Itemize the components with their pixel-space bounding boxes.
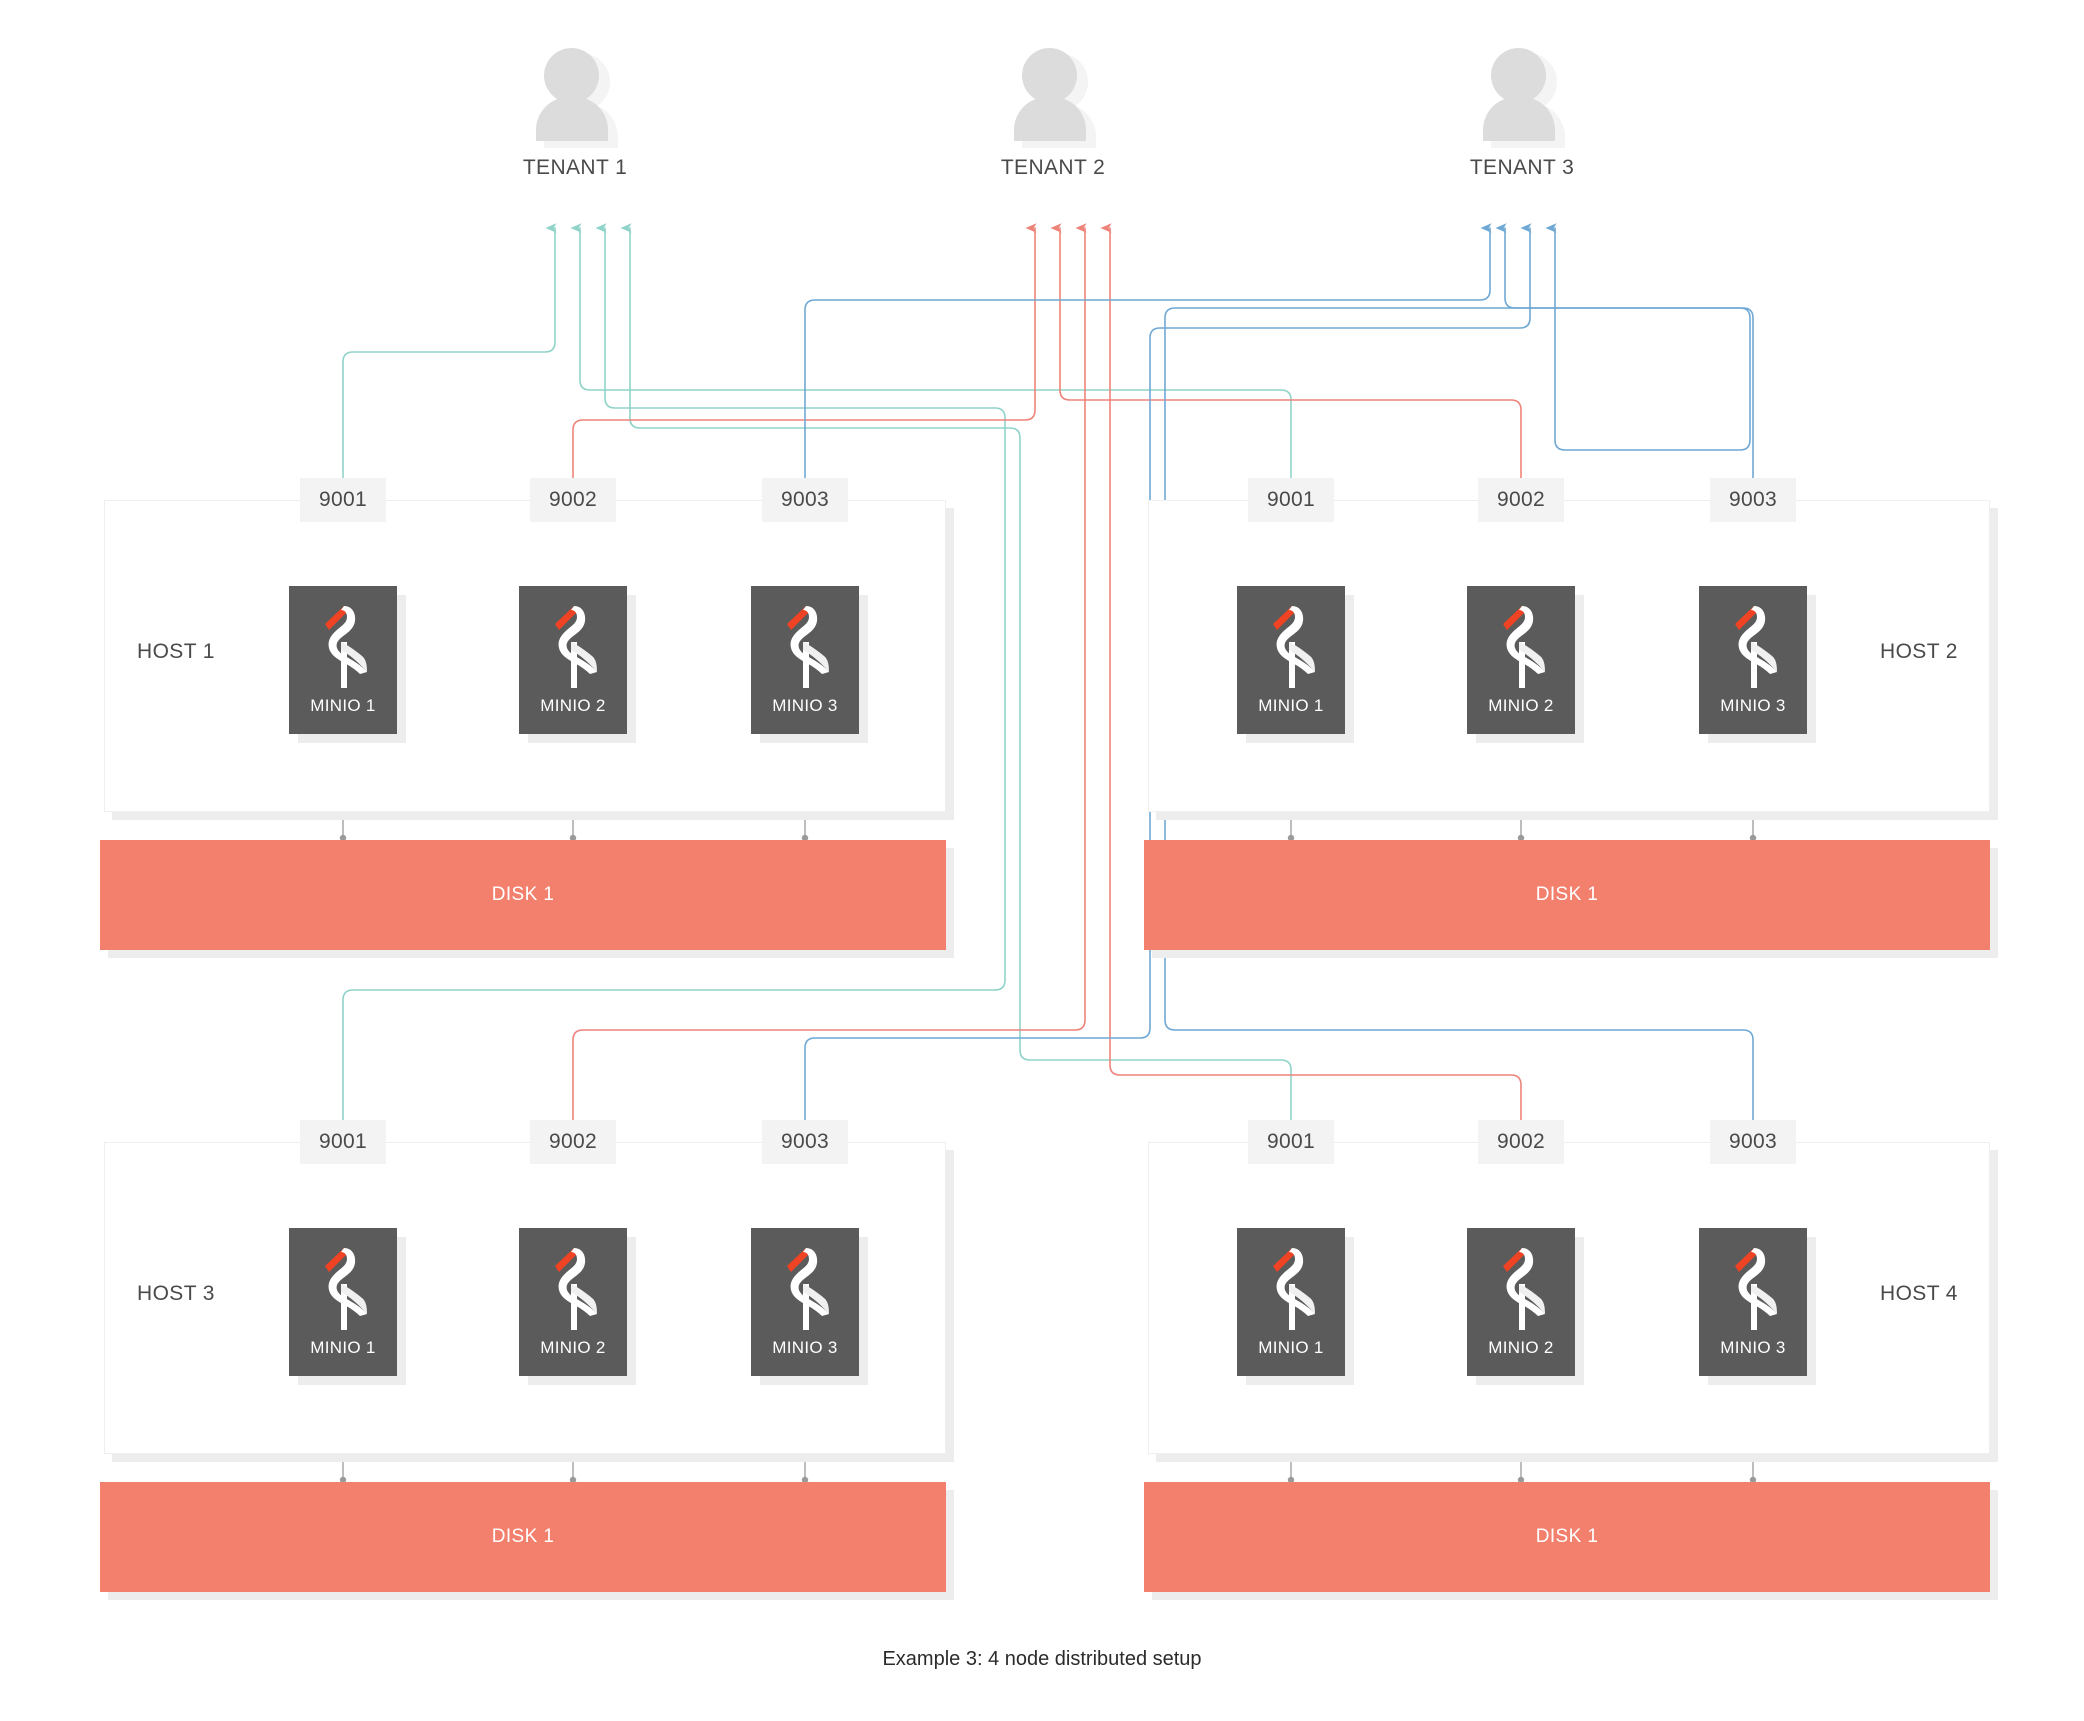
diagram-caption: Example 3: 4 node distributed setup — [882, 1648, 1202, 1670]
minio-node-label: MINIO 1 — [1258, 1338, 1324, 1357]
host-label-4: HOST 4 — [1880, 1282, 1958, 1305]
minio-logo-icon — [555, 1248, 597, 1330]
minio-node-label: MINIO 3 — [772, 696, 838, 715]
minio-node-h4-1[interactable]: MINIO 1 — [1237, 1228, 1345, 1376]
port-badge-9001[interactable]: 9001 — [1248, 1120, 1334, 1164]
minio-node-h2-3[interactable]: MINIO 3 — [1699, 586, 1807, 734]
port-badge-9003[interactable]: 9003 — [1710, 1120, 1796, 1164]
host-label-2: HOST 2 — [1880, 640, 1958, 663]
tenant-label: TENANT 3 — [1469, 156, 1575, 179]
port-badge-9001[interactable]: 9001 — [1248, 478, 1334, 522]
disk-bar-h1[interactable]: DISK 1 — [100, 840, 946, 950]
minio-logo-icon — [1503, 1248, 1545, 1330]
disk-bar-h3[interactable]: DISK 1 — [100, 1482, 946, 1592]
minio-node-label: MINIO 3 — [1720, 1338, 1786, 1357]
host-label-3: HOST 3 — [137, 1282, 215, 1305]
minio-node-label: MINIO 2 — [540, 1338, 606, 1357]
port-badge-9001[interactable]: 9001 — [300, 478, 386, 522]
minio-node-label: MINIO 2 — [540, 696, 606, 715]
port-badge-9001[interactable]: 9001 — [300, 1120, 386, 1164]
minio-logo-icon — [325, 1248, 367, 1330]
minio-node-label: MINIO 3 — [1720, 696, 1786, 715]
disk-bar-h4[interactable]: DISK 1 — [1144, 1482, 1990, 1592]
minio-node-h2-1[interactable]: MINIO 1 — [1237, 586, 1345, 734]
minio-node-h4-3[interactable]: MINIO 3 — [1699, 1228, 1807, 1376]
port-badge-9002[interactable]: 9002 — [530, 1120, 616, 1164]
tenant-avatar-icon — [1472, 40, 1572, 148]
tenant-2[interactable]: TENANT 2 — [943, 40, 1163, 180]
tenant-avatar-icon — [525, 40, 625, 148]
tenant-label: TENANT 2 — [1000, 156, 1106, 179]
port-badge-9003[interactable]: 9003 — [762, 1120, 848, 1164]
minio-node-label: MINIO 1 — [1258, 696, 1324, 715]
minio-logo-icon — [787, 606, 829, 688]
minio-node-h3-2[interactable]: MINIO 2 — [519, 1228, 627, 1376]
tenant-avatar-icon — [1003, 40, 1103, 148]
tenant-3[interactable]: TENANT 3 — [1412, 40, 1632, 180]
port-badge-9002[interactable]: 9002 — [1478, 1120, 1564, 1164]
minio-node-label: MINIO 1 — [310, 1338, 376, 1357]
disk-bar-h2[interactable]: DISK 1 — [1144, 840, 1990, 950]
minio-logo-icon — [1735, 1248, 1777, 1330]
port-badge-9002[interactable]: 9002 — [1478, 478, 1564, 522]
minio-node-h3-1[interactable]: MINIO 1 — [289, 1228, 397, 1376]
minio-logo-icon — [1273, 1248, 1315, 1330]
minio-logo-icon — [1735, 606, 1777, 688]
minio-node-label: MINIO 1 — [310, 696, 376, 715]
minio-node-h1-3[interactable]: MINIO 3 — [751, 586, 859, 734]
minio-node-label: MINIO 2 — [1488, 696, 1554, 715]
minio-node-h1-2[interactable]: MINIO 2 — [519, 586, 627, 734]
minio-logo-icon — [787, 1248, 829, 1330]
minio-node-h2-2[interactable]: MINIO 2 — [1467, 586, 1575, 734]
minio-logo-icon — [555, 606, 597, 688]
minio-node-h1-1[interactable]: MINIO 1 — [289, 586, 397, 734]
minio-node-h3-3[interactable]: MINIO 3 — [751, 1228, 859, 1376]
minio-logo-icon — [325, 606, 367, 688]
host-label-1: HOST 1 — [137, 640, 215, 663]
tenant-1[interactable]: TENANT 1 — [465, 40, 685, 180]
minio-logo-icon — [1273, 606, 1315, 688]
minio-node-label: MINIO 2 — [1488, 1338, 1554, 1357]
tenant-label: TENANT 1 — [522, 156, 628, 179]
minio-node-label: MINIO 3 — [772, 1338, 838, 1357]
port-badge-9003[interactable]: 9003 — [762, 478, 848, 522]
port-badge-9002[interactable]: 9002 — [530, 478, 616, 522]
port-badge-9003[interactable]: 9003 — [1710, 478, 1796, 522]
minio-node-h4-2[interactable]: MINIO 2 — [1467, 1228, 1575, 1376]
minio-logo-icon — [1503, 606, 1545, 688]
